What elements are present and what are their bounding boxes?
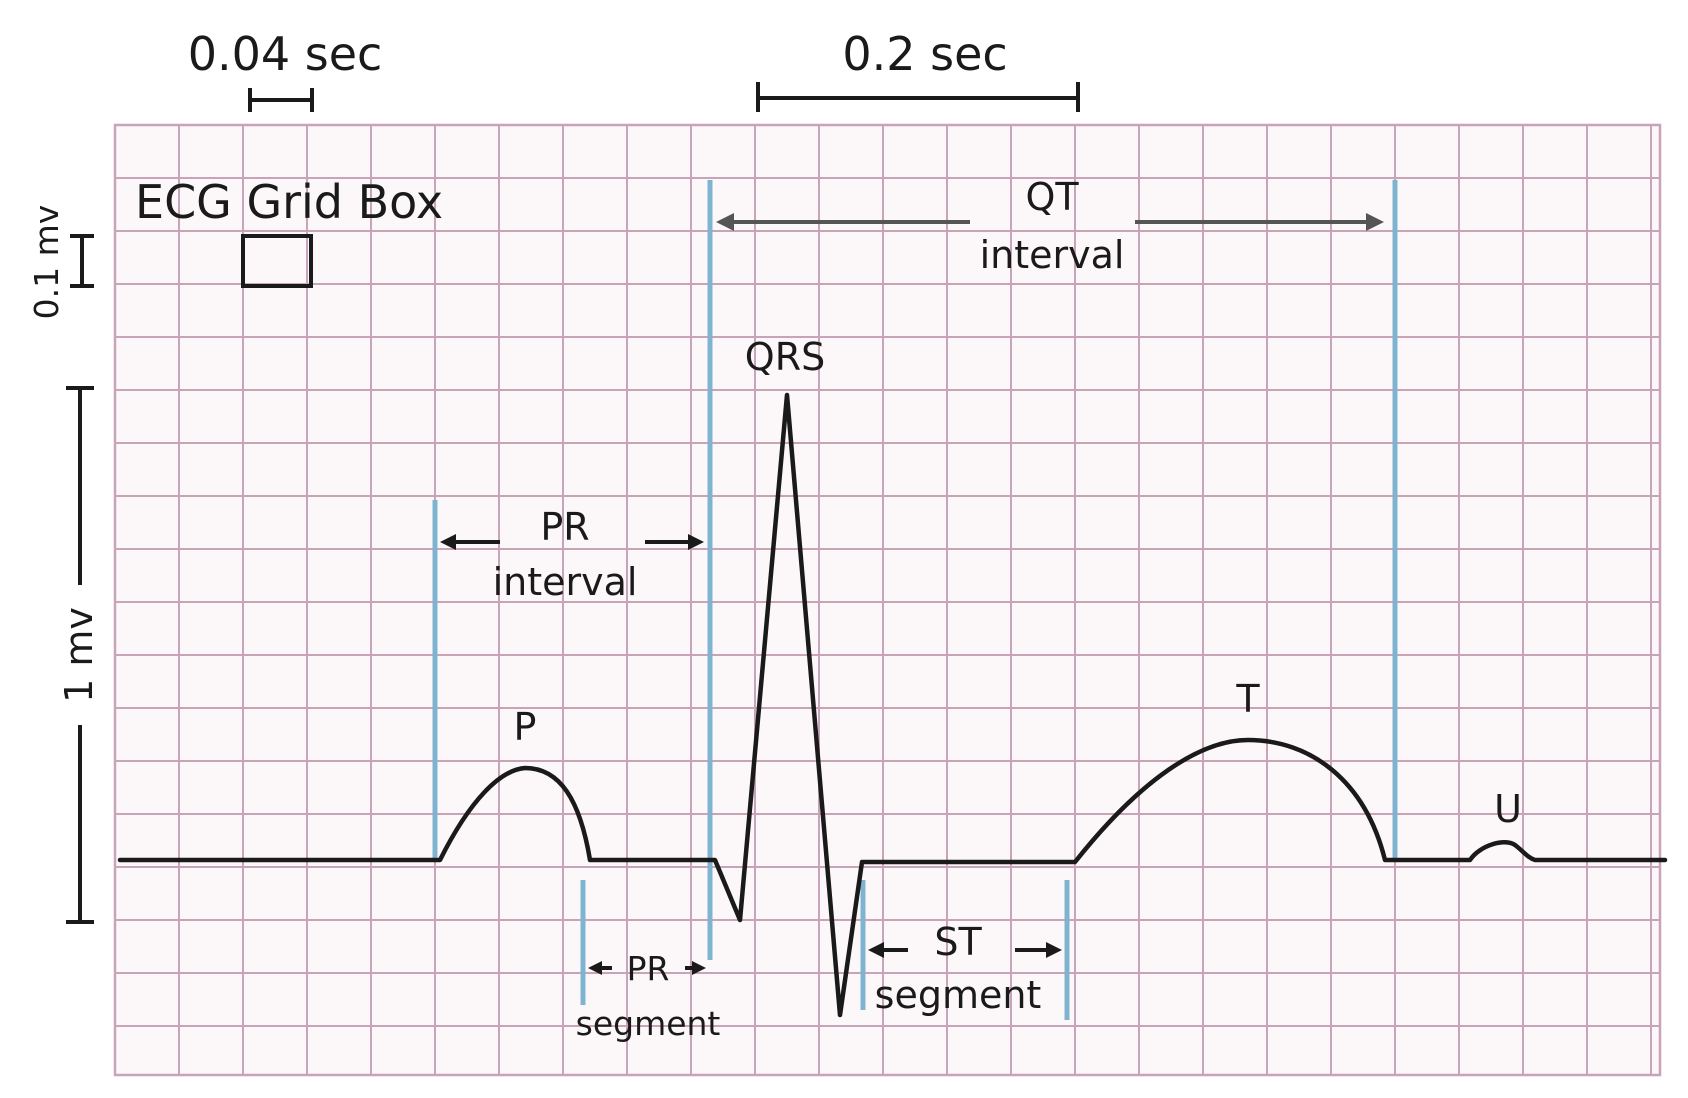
qt-arrowhead-right — [1366, 213, 1384, 231]
ecg-trace — [117, 392, 1668, 1018]
grid-box-label: ECG Grid Box — [135, 175, 443, 229]
pr-segment-arrowhead-left — [588, 961, 602, 975]
qt-arrowhead-left — [716, 213, 734, 231]
p-wave-label: P — [514, 705, 537, 749]
pr-interval-arrowhead-left — [440, 534, 456, 550]
pr-segment-label: PR — [627, 949, 670, 988]
grid-lines — [115, 125, 1660, 1075]
time-big-label: 0.2 sec — [842, 27, 1007, 81]
st-segment-label: ST — [934, 920, 982, 964]
pr-interval-label: PR — [540, 505, 589, 549]
grid-box-sample — [241, 234, 313, 288]
pr-interval-label-2: interval — [493, 560, 638, 604]
time-unit-label: 0.04 sec — [188, 27, 383, 81]
t-wave-label: T — [1235, 677, 1260, 721]
st-segment-arrowhead-left — [868, 942, 884, 958]
u-wave-label: U — [1494, 787, 1522, 831]
pr-interval-arrowhead-right — [688, 534, 704, 550]
st-segment-arrowhead-right — [1046, 942, 1062, 958]
voltage-big-label: 1 mv — [57, 607, 101, 703]
qrs-label: QRS — [745, 335, 825, 379]
qt-interval-label-2: interval — [980, 233, 1125, 277]
voltage-unit-label: 0.1 mv — [27, 205, 66, 320]
pr-segment-arrowhead-right — [692, 961, 706, 975]
qt-interval-label: QT — [1025, 175, 1079, 219]
st-segment-label-2: segment — [875, 973, 1042, 1017]
grid-area — [113, 123, 1662, 1077]
pr-segment-label-2: segment — [576, 1004, 721, 1043]
